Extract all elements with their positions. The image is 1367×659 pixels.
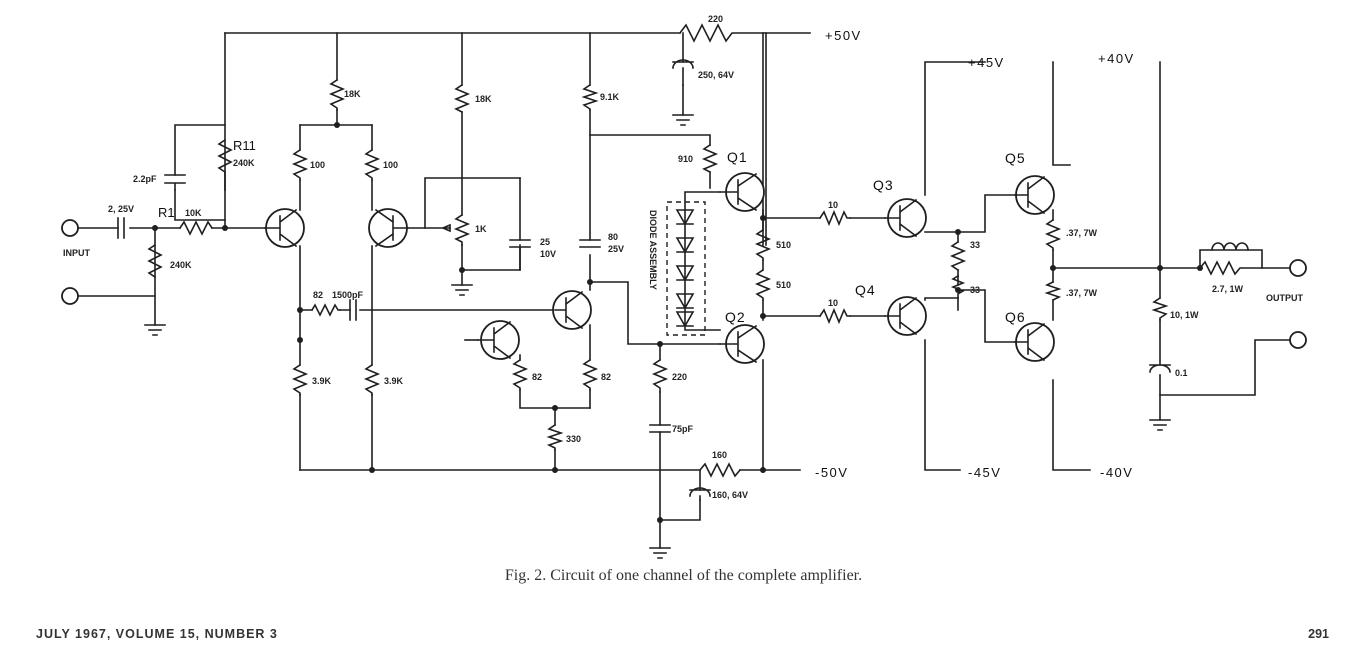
q3-label: Q3	[873, 177, 894, 193]
r33b-value: 33	[970, 285, 980, 295]
c25-voltage: 10V	[540, 249, 556, 259]
q2-transistor	[719, 324, 765, 364]
r10-q3-value: 10	[828, 200, 838, 210]
q1-label: Q1	[727, 149, 748, 165]
output-label: OUTPUT	[1266, 293, 1304, 303]
r-in-shunt-value: 240K	[170, 260, 192, 270]
r160-value: 160	[712, 450, 727, 460]
r510a-value: 510	[776, 240, 791, 250]
c1500-value: 1500pF	[332, 290, 364, 300]
r-bias-top-value: 18K	[475, 94, 492, 104]
c75-value: 75pF	[672, 424, 694, 434]
transistors	[264, 172, 1055, 364]
r39k-left-value: 3.9K	[312, 376, 332, 386]
component-value-labels: 2, 25V 10K 240K 2.2pF 240K 18K 100 100 1…	[108, 14, 1244, 500]
rail-label-pos50: +50V	[825, 28, 862, 43]
rail-label-neg40: -40V	[1100, 465, 1133, 480]
r39k-right-value: 3.9K	[384, 376, 404, 386]
resistors	[147, 78, 1263, 478]
diode-assembly-label: DIODE ASSEMBLY	[648, 210, 658, 290]
r-e6-value: .37, 7W	[1066, 288, 1098, 298]
rail-label-pos45: +45V	[968, 55, 1005, 70]
c-fb-value: 2.2pF	[133, 174, 157, 184]
q2-label: Q2	[725, 309, 746, 325]
r-91k-value: 9.1K	[600, 92, 620, 102]
r220-top-value: 220	[708, 14, 723, 24]
reference-labels: R11 R1 Q1 Q2 Q3 Q4 Q5 Q6 DIODE ASSEMBLY	[158, 138, 1026, 325]
r11-label: R11	[233, 138, 256, 153]
c80-voltage: 25V	[608, 244, 624, 254]
q5-transistor	[1014, 175, 1055, 215]
r910-value: 910	[678, 154, 693, 164]
rail-label-neg50: -50V	[815, 465, 848, 480]
output-terminal	[1289, 259, 1307, 277]
r220-bot-value: 220	[672, 372, 687, 382]
grounds	[144, 114, 1171, 559]
r1-value: 10K	[185, 208, 202, 218]
c80-value: 80	[608, 232, 618, 242]
r82-left-value: 82	[532, 372, 542, 382]
rail-label-pos40: +40V	[1098, 51, 1135, 66]
rail-label-neg45: -45V	[968, 465, 1001, 480]
r-pair-left-value: 100	[310, 160, 325, 170]
q5-label: Q5	[1005, 150, 1026, 166]
c-zobel-value: 0.1	[1175, 368, 1188, 378]
c160-value: 160, 64V	[712, 490, 748, 500]
q4-label: Q4	[855, 282, 876, 298]
q4-transistor	[884, 296, 927, 336]
q3-transistor	[884, 198, 927, 238]
diode-string	[675, 209, 695, 328]
output-ground-terminal	[1289, 331, 1307, 349]
r82-right-value: 82	[601, 372, 611, 382]
r1-label: R1	[158, 205, 175, 220]
input-terminal	[61, 219, 79, 237]
c25-value: 25	[540, 237, 550, 247]
figure-caption: Fig. 2. Circuit of one channel of the co…	[504, 567, 863, 584]
rail-labels: +50V +45V +40V -50V -45V -40V	[815, 28, 1135, 480]
r-tail-value: 18K	[344, 89, 361, 99]
capacitors	[117, 59, 1171, 501]
footer-page-number: 291	[1308, 627, 1329, 641]
r330-value: 330	[566, 434, 581, 444]
q6-label: Q6	[1005, 309, 1026, 325]
input-label: INPUT	[63, 248, 91, 258]
r-zobel-value: 10, 1W	[1170, 310, 1199, 320]
terminals	[61, 219, 1307, 349]
c-in-value: 2, 25V	[108, 204, 134, 214]
vas-transistor	[552, 290, 592, 330]
junction-dots	[152, 122, 1203, 523]
r10-q4-value: 10	[828, 298, 838, 308]
r-pair-right-value: 100	[383, 160, 398, 170]
q6-transistor	[1014, 322, 1055, 362]
pot-value: 1K	[475, 224, 487, 234]
vas-lower-transistor	[477, 320, 520, 360]
terminal-labels: INPUT OUTPUT	[63, 248, 1304, 303]
input-pair-left-transistor	[264, 208, 305, 248]
amplifier-schematic: +50V +45V +40V -50V -45V -40V INPUT OUTP…	[61, 14, 1307, 559]
wiring	[77, 23, 1291, 549]
c250-value: 250, 64V	[698, 70, 734, 80]
r11-value: 240K	[233, 158, 255, 168]
r33a-value: 33	[970, 240, 980, 250]
input-ground-terminal	[61, 287, 79, 305]
r-out-value: 2.7, 1W	[1212, 284, 1244, 294]
footer-journal-info: JULY 1967, VOLUME 15, NUMBER 3	[36, 627, 278, 641]
r82-comp-value: 82	[313, 290, 323, 300]
r-e5-value: .37, 7W	[1066, 228, 1098, 238]
input-pair-right-transistor	[368, 208, 409, 248]
q1-transistor	[719, 172, 765, 212]
r510b-value: 510	[776, 280, 791, 290]
